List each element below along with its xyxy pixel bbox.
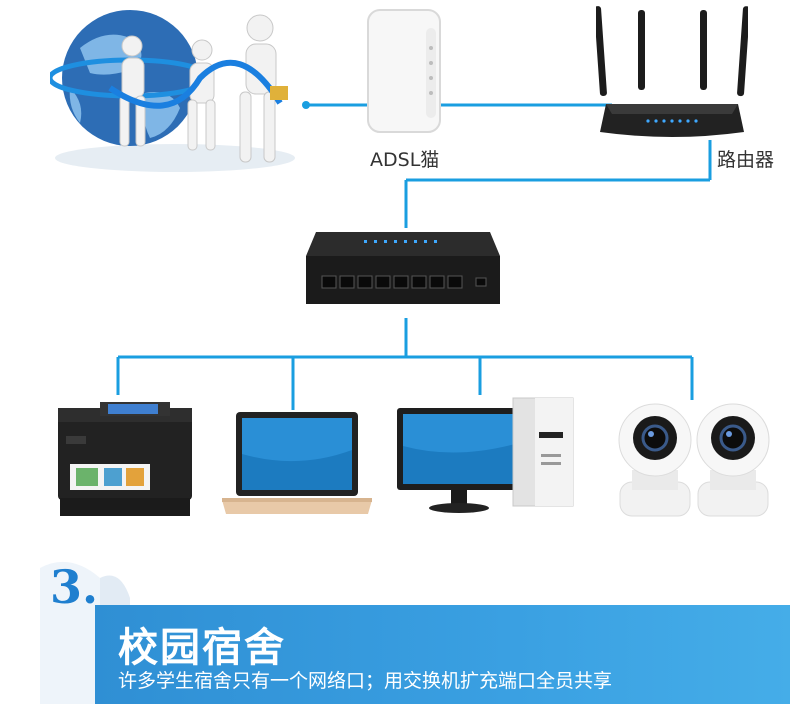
printer-icon xyxy=(58,402,192,516)
network-switch-icon xyxy=(306,232,500,304)
ip-camera-icon xyxy=(618,403,770,517)
section-title: 校园宿舍 xyxy=(118,625,286,671)
laptop-icon xyxy=(222,412,372,514)
section-banner xyxy=(95,605,790,704)
modem-label: ADSL猫 xyxy=(370,149,440,171)
adsl-modem-icon xyxy=(367,9,441,133)
internet-globe-icon xyxy=(50,10,295,172)
desktop-computer-icon xyxy=(397,397,574,513)
section-subtitle: 许多学生宿舍只有一个网络口；用交换机扩充端口全员共享 xyxy=(118,670,613,692)
router-icon xyxy=(596,6,748,137)
section-number: 3. xyxy=(50,560,99,614)
router-label: 路由器 xyxy=(717,149,775,171)
